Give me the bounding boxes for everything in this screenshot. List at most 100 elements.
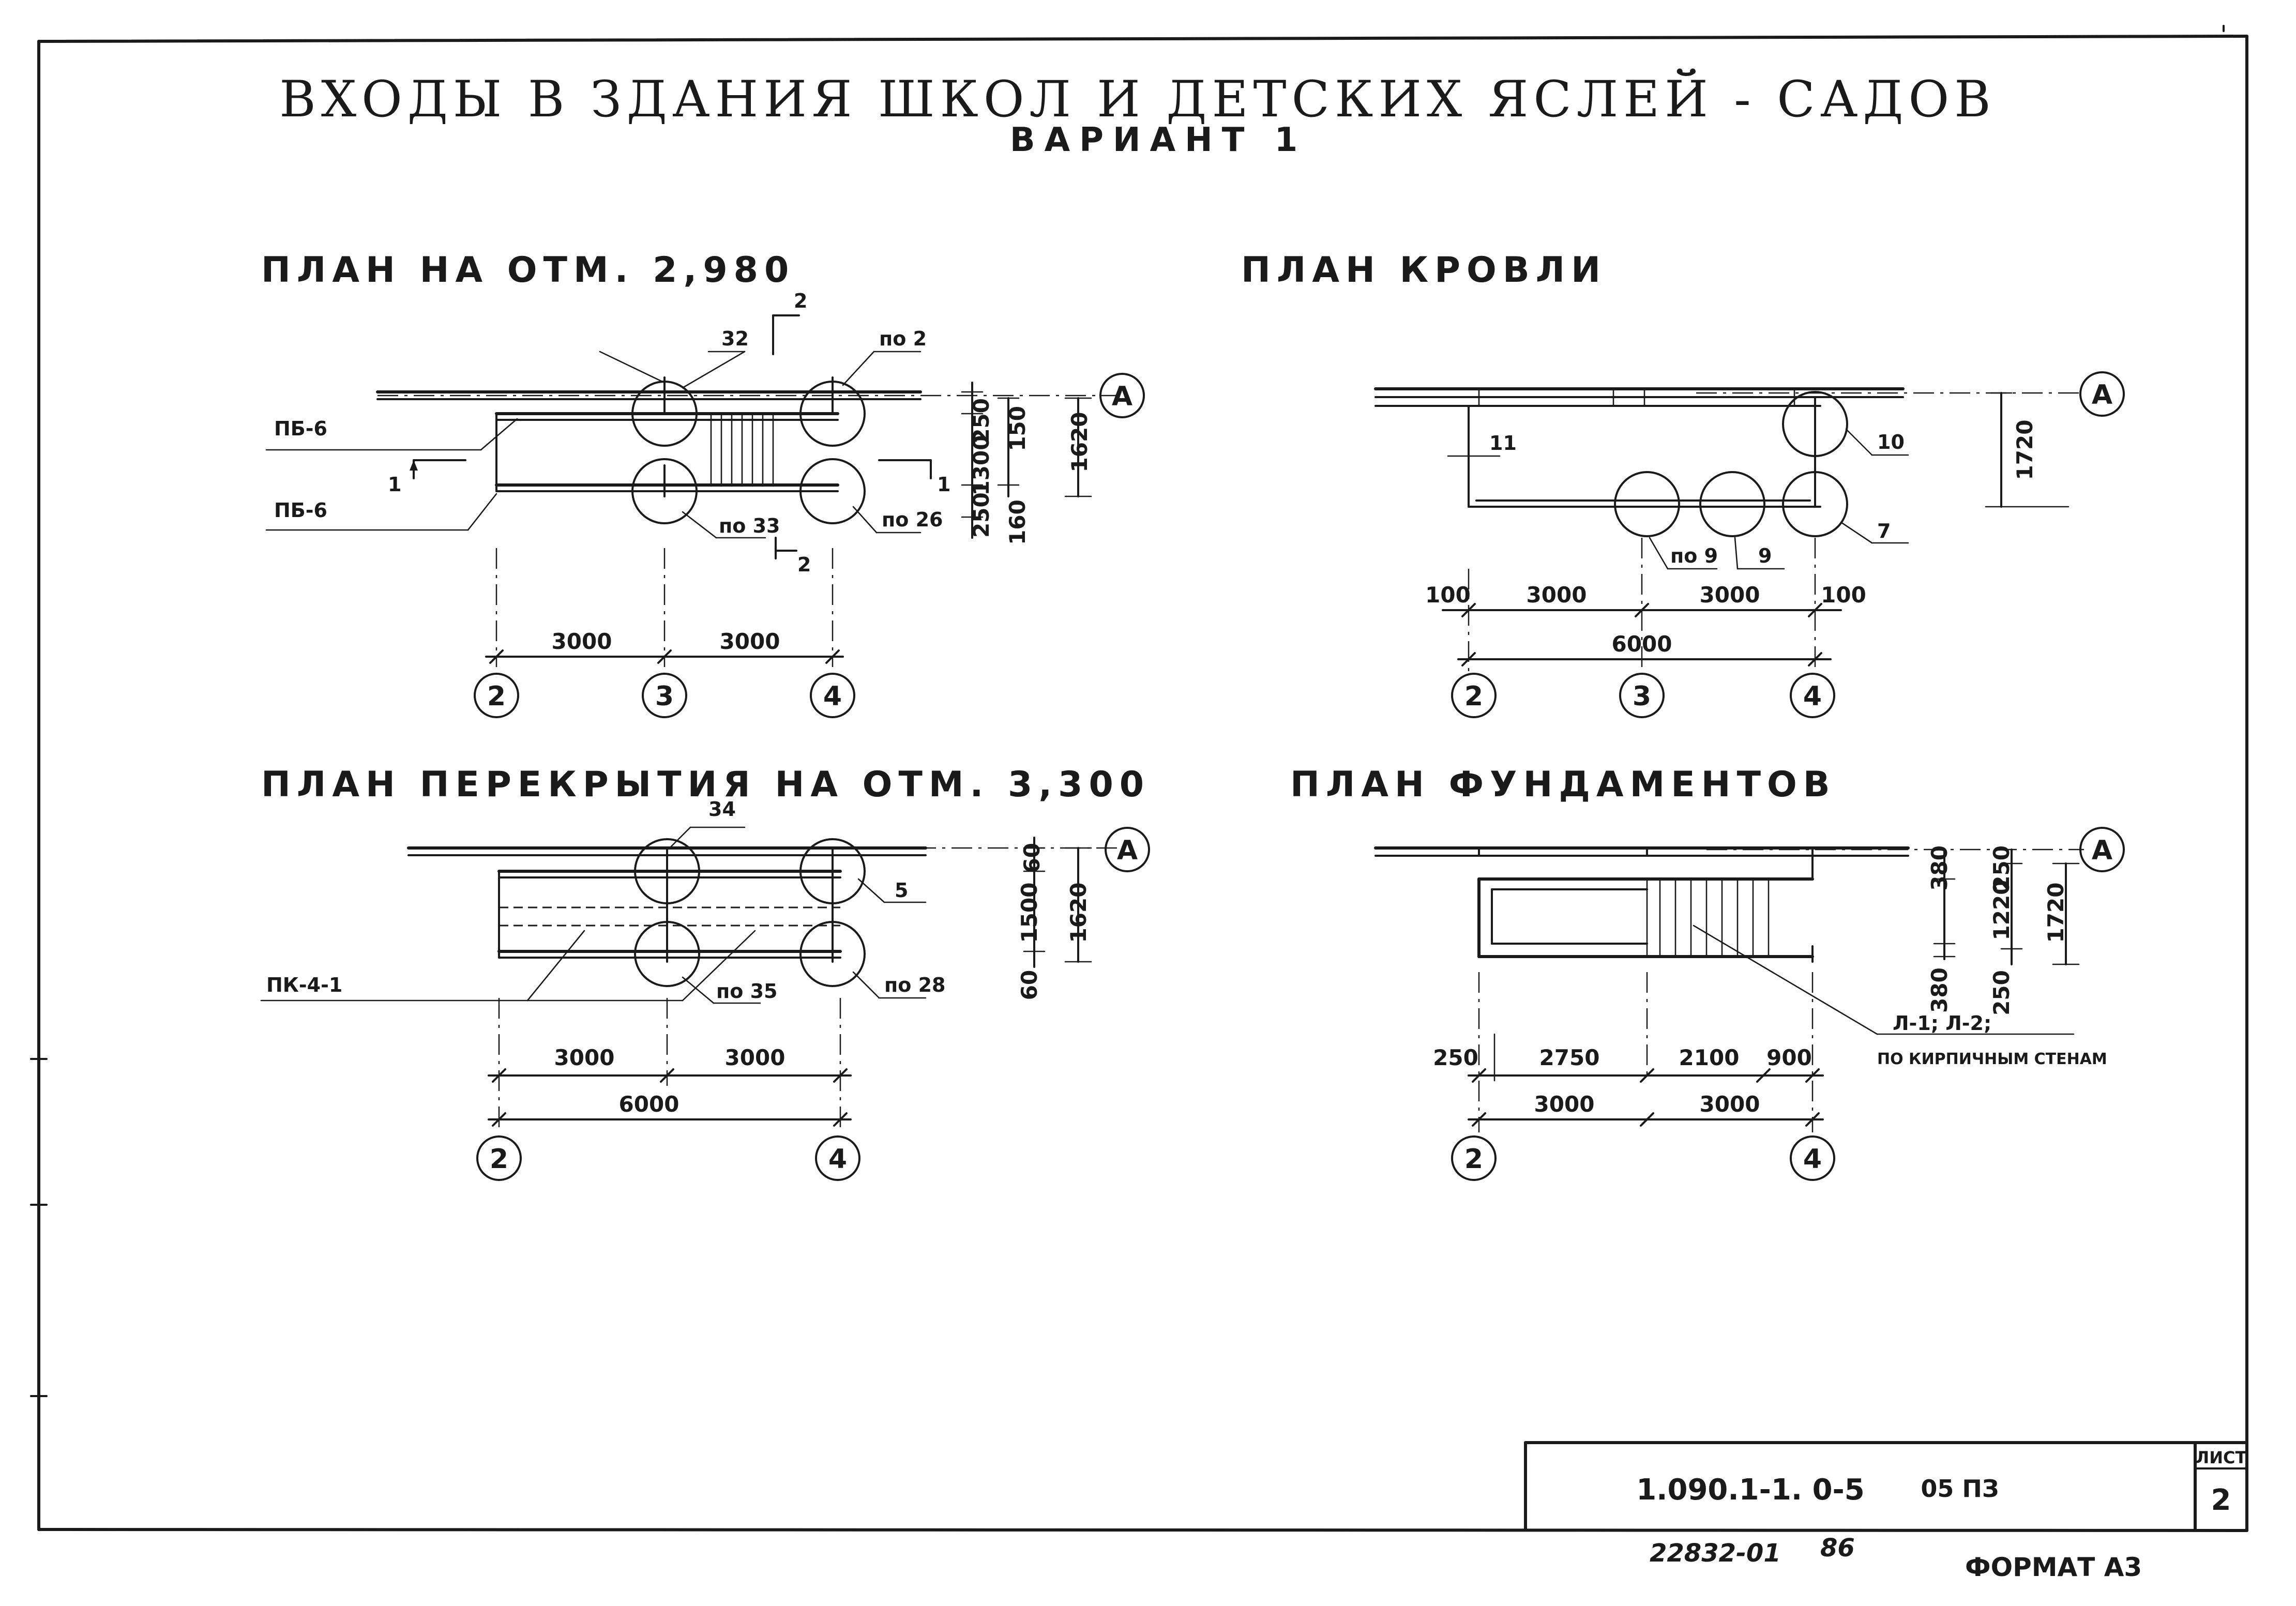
hdim-2750: 2750 [1539, 1045, 1600, 1070]
vdim-250-top: 250 [1989, 845, 2014, 891]
view-title: ПЛАН НА ОТМ. 2,980 [261, 250, 795, 291]
hdim-2100: 2100 [1679, 1045, 1740, 1070]
vdim-250-top: 250 [969, 398, 994, 444]
label-po26: по 26 [882, 508, 943, 531]
sheet-frame [30, 25, 2248, 1532]
hdim-100-right: 100 [1821, 582, 1866, 608]
hdim-3000-b: 3000 [1700, 1092, 1760, 1117]
inventory-number: 22832-01 [1650, 1539, 1781, 1568]
plan-floor-slab-3300: ПЛАН ПЕРЕКРЫТИЯ НА ОТМ. 3,300 34 5 ПК-4-… [260, 764, 1150, 1181]
hdim-3000-b: 3000 [720, 629, 780, 654]
svg-text:А: А [1117, 835, 1138, 866]
section-mark-1-left: 1 [388, 473, 401, 496]
hdim-3000-a: 3000 [1534, 1092, 1595, 1117]
svg-text:2: 2 [490, 1144, 508, 1175]
grid-axis-A: А [1099, 373, 1145, 418]
vdim-1620: 1620 [1067, 412, 1092, 473]
hdim-3000-a: 3000 [554, 1045, 615, 1070]
section-mark-1-right: 1 [937, 473, 950, 496]
sheet-format: ФОРМАТ А3 [1965, 1552, 2142, 1582]
label-po9: по 9 [1670, 544, 1718, 567]
grid-axis-3: 3 [1619, 673, 1665, 718]
vdim-250-bottom: 250 [969, 492, 994, 538]
label-pb6-bottom: ПБ-6 [274, 499, 327, 522]
svg-text:2: 2 [1464, 1144, 1483, 1175]
hdim-100-left: 100 [1425, 582, 1471, 608]
label-pb6-top: ПБ-6 [274, 417, 327, 440]
vdim-1500: 1500 [1017, 883, 1042, 943]
svg-text:4: 4 [1803, 681, 1822, 712]
hdim-3000-b: 3000 [725, 1045, 786, 1070]
view-title: ПЛАН КРОВЛИ [1241, 250, 1607, 291]
hdim-6000: 6000 [619, 1092, 679, 1117]
section-mark-2-bottom: 2 [797, 553, 811, 576]
svg-text:2: 2 [1464, 681, 1483, 712]
grid-axis-4: 4 [1790, 673, 1835, 718]
hdim-900: 900 [1766, 1045, 1812, 1070]
view-title: ПЛАН ФУНДАМЕНТОВ [1290, 764, 1836, 805]
grid-axis-4: 4 [1790, 1135, 1835, 1181]
document-suffix: 05 ПЗ [1921, 1475, 1999, 1503]
svg-text:4: 4 [1803, 1144, 1822, 1175]
label-7: 7 [1877, 520, 1891, 542]
label-po2: по 2 [879, 327, 927, 350]
svg-text:А: А [2092, 835, 2112, 866]
grid-axis-2: 2 [474, 673, 519, 718]
grid-axis-3: 3 [642, 673, 687, 718]
svg-text:3: 3 [1633, 681, 1651, 712]
grid-axis-4: 4 [810, 673, 855, 718]
vdim-380-top: 380 [1927, 845, 1952, 891]
grid-axis-A: А [2079, 827, 2125, 872]
label-brick-walls: ПО КИРПИЧНЫМ СТЕНАМ [1877, 1050, 2107, 1068]
vdim-160: 160 [1005, 499, 1030, 545]
grid-axis-A: А [2079, 371, 2125, 417]
vdim-60-top: 60 [1019, 843, 1045, 873]
grid-axis-2: 2 [1451, 673, 1497, 718]
label-l1-l2: Л-1; Л-2; [1893, 1012, 1991, 1035]
label-pk41: ПК-4-1 [266, 974, 342, 996]
vdim-150: 150 [1005, 406, 1030, 451]
sheet-number: 2 [2211, 1483, 2231, 1517]
drawing-subtitle: ВАРИАНТ 1 [1010, 121, 1307, 159]
vdim-250-bottom: 250 [1989, 970, 2014, 1016]
label-10: 10 [1877, 431, 1905, 453]
plan-foundations: ПЛАН ФУНДАМЕНТОВ Л-1; Л-2; ПО КИРПИЧНЫМ … [1290, 764, 2125, 1181]
inventory-suffix: 86 [1820, 1534, 1855, 1563]
svg-text:А: А [2092, 380, 2112, 411]
hdim-3000-a: 3000 [552, 629, 612, 654]
label-9: 9 [1758, 544, 1772, 567]
document-code: 1.090.1-1. 0-5 [1636, 1473, 1865, 1507]
vdim-1720: 1720 [2012, 420, 2037, 480]
vdim-1300: 1300 [969, 435, 994, 496]
sheet-label: ЛИСТ [2196, 1448, 2247, 1467]
hdim-250: 250 [1433, 1045, 1478, 1070]
section-mark-2-top: 2 [794, 290, 807, 312]
grid-axis-2: 2 [476, 1135, 522, 1181]
svg-text:3: 3 [655, 681, 674, 712]
label-po28: по 28 [884, 974, 945, 996]
label-po35: по 35 [716, 980, 777, 1003]
label-5: 5 [895, 879, 908, 902]
vdim-380-bottom: 380 [1927, 967, 1952, 1013]
label-34: 34 [708, 798, 736, 821]
label-32: 32 [721, 327, 749, 350]
drawing-title: ВХОДЫ В ЗДАНИЯ ШКОЛ И ДЕТСКИХ ЯСЛЕЙ - СА… [279, 69, 1996, 128]
grid-axis-A: А [1105, 827, 1150, 872]
plan-level-2980: ПЛАН НА ОТМ. 2,980 32 по 2 ПБ-6 ПБ-6 [261, 250, 1145, 718]
title-block: 1.090.1-1. 0-5 05 ПЗ ЛИСТ 2 [1524, 1441, 2248, 1531]
grid-axis-2: 2 [1451, 1135, 1497, 1181]
hdim-3000-b: 3000 [1700, 582, 1760, 608]
vdim-1620: 1620 [1066, 883, 1091, 943]
hdim-3000-a: 3000 [1527, 582, 1587, 608]
label-po33: по 33 [719, 514, 780, 537]
hdim-6000: 6000 [1612, 631, 1672, 657]
svg-text:4: 4 [828, 1144, 847, 1175]
vdim-60-bottom: 60 [1017, 970, 1042, 1000]
vdim-1720: 1720 [2043, 883, 2068, 943]
plan-roof: ПЛАН КРОВЛИ 11 10 7 по 9 9 [1241, 250, 2125, 718]
vdim-1220: 1220 [1989, 880, 2014, 941]
view-title: ПЛАН ПЕРЕКРЫТИЯ НА ОТМ. 3,300 [261, 764, 1150, 805]
svg-text:2: 2 [487, 681, 506, 712]
label-11: 11 [1489, 432, 1517, 454]
